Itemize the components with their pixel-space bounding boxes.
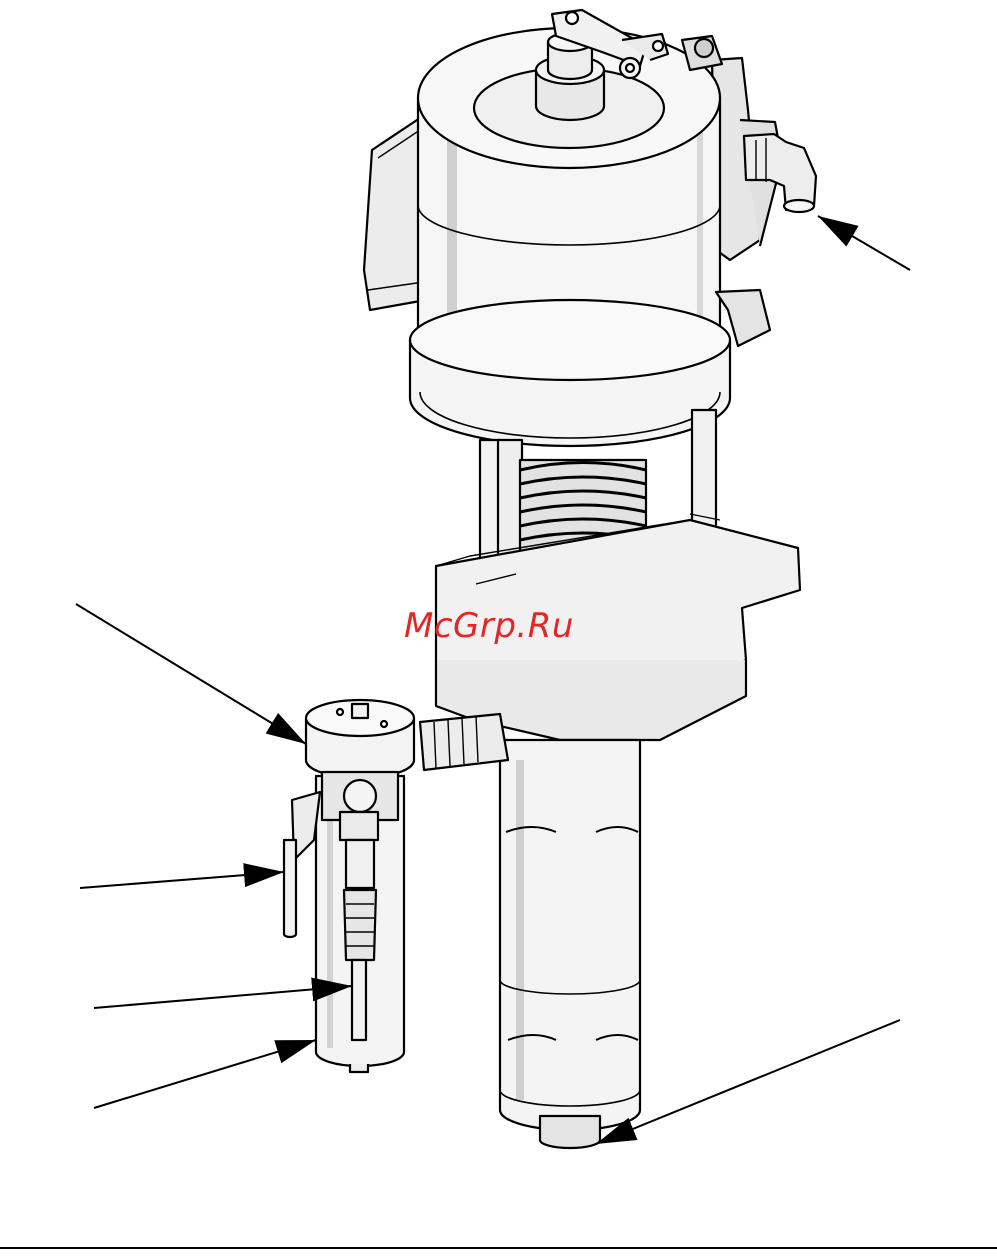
displacement-pump [500, 740, 640, 1148]
filter-head [306, 700, 414, 778]
callout-arrow-air-fitting [818, 216, 910, 270]
fluid-outlet-fitting [420, 714, 508, 770]
callout-arrow-intake-valve [596, 1020, 900, 1144]
bottom-rule [0, 1247, 997, 1249]
callout-arrow-drain-tube [94, 986, 352, 1008]
callout-arrow-ball-valve-handle [80, 872, 284, 888]
air-motor-rear-housing [364, 118, 426, 310]
callout-arrow-filter-bowl [94, 1040, 316, 1108]
ball-valve-handle [284, 840, 296, 937]
callout-arrow-filter-head [76, 604, 306, 744]
